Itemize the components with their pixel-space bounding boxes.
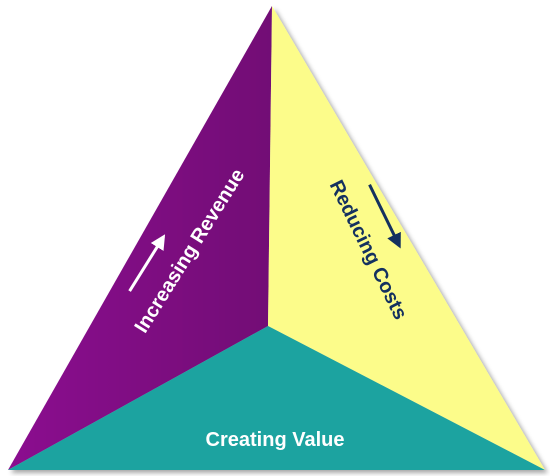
creating-value-label: Creating Value — [206, 429, 345, 451]
reducing-costs-arrow — [368, 184, 401, 249]
segment-increasing-revenue-shade — [8, 6, 272, 470]
segment-creating-value — [8, 326, 545, 470]
increasing-revenue-arrow — [128, 234, 166, 292]
segment-reducing-costs — [268, 6, 545, 470]
